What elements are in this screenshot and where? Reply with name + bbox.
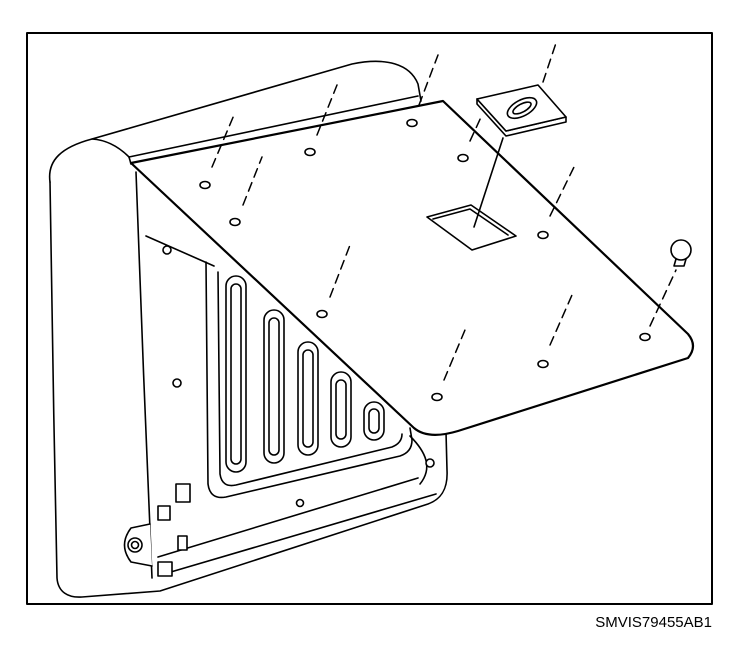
panel-right-contour [409,435,428,485]
fastener-alignment-line [242,156,263,206]
panel-rib-window [205,261,413,499]
figure-frame [26,32,713,605]
bracket-slot-inner [512,101,532,115]
mounting-tab-hole-inner [130,540,140,550]
fastener-alignment-line [443,329,466,381]
cover-plate-outline [129,99,695,436]
fastener-hole [406,118,418,128]
panel-hole [425,458,435,468]
panel-top-flange [128,95,419,158]
fastener-hole [199,180,211,190]
panel-lower-band-edge [163,493,437,575]
cushion-side-seam [91,138,130,158]
panel-hole [172,378,182,388]
bracket-alignment-line [542,39,558,83]
panel-clip [177,535,188,551]
cover-plate-access-opening [426,204,517,251]
panel-rib [225,275,247,473]
fastener-alignment-line [549,294,573,346]
push-pin-fastener [670,239,692,267]
rib-inner [268,317,280,456]
panel-clip [157,561,173,577]
push-pin-stem [673,258,687,267]
rib-outer [330,371,352,448]
bracket-face [476,84,567,132]
fastener-alignment-lines [211,39,677,381]
panel-rib [263,309,285,464]
panel-rib [330,371,352,448]
fastener-hole [229,217,241,227]
rib-inner [335,379,347,440]
retainer-bracket [476,84,567,137]
rib-outer [225,275,247,473]
fastener-alignment-line [316,84,338,136]
rib-window-inner-frame [217,271,403,487]
access-opening-depth-edge [432,208,509,236]
bracket-to-opening-guide-line [473,137,504,228]
panel-clip [157,505,171,521]
fastener-hole [639,332,651,342]
seat-back-cushion [48,60,448,598]
panel-rib [297,341,319,456]
rib-inner [302,349,314,448]
fastener-hole [537,230,549,240]
fastener-alignment-line [549,164,576,217]
access-opening-outline [426,204,517,251]
cover-plate [129,99,695,436]
panel-lower-band [157,477,419,558]
bracket-slot [506,96,538,120]
panel-hole [295,498,305,508]
cushion-outline [49,181,448,598]
fastener-alignment-line [329,244,351,298]
fastener-alignment-line [211,114,235,168]
push-pin-head [670,239,692,261]
rib-inner [368,408,380,434]
rib-outer [297,341,319,456]
panel-clip [175,483,191,503]
seat-back-panel [123,95,437,579]
fastener-hole [431,392,443,402]
rib-window-outer-frame [205,261,413,499]
panel-hole [162,245,172,255]
cushion-top-edge [48,60,422,183]
fastener-alignment-line [649,269,677,327]
fastener-hole [537,359,549,369]
panel-side-flange [135,171,153,579]
figure-caption: SMVIS79455AB1 [595,614,712,631]
rib-outer [363,401,385,441]
fastener-alignment-line [469,114,483,142]
fastener-alignment-line [418,54,439,106]
fastener-hole [316,309,328,319]
panel-rib [363,401,385,441]
mounting-tab-hole [127,537,143,553]
fastener-hole [457,153,469,163]
rib-outer [263,309,285,464]
panel-lip-line [145,235,215,267]
fastener-hole [304,147,316,157]
rib-inner [230,283,242,465]
